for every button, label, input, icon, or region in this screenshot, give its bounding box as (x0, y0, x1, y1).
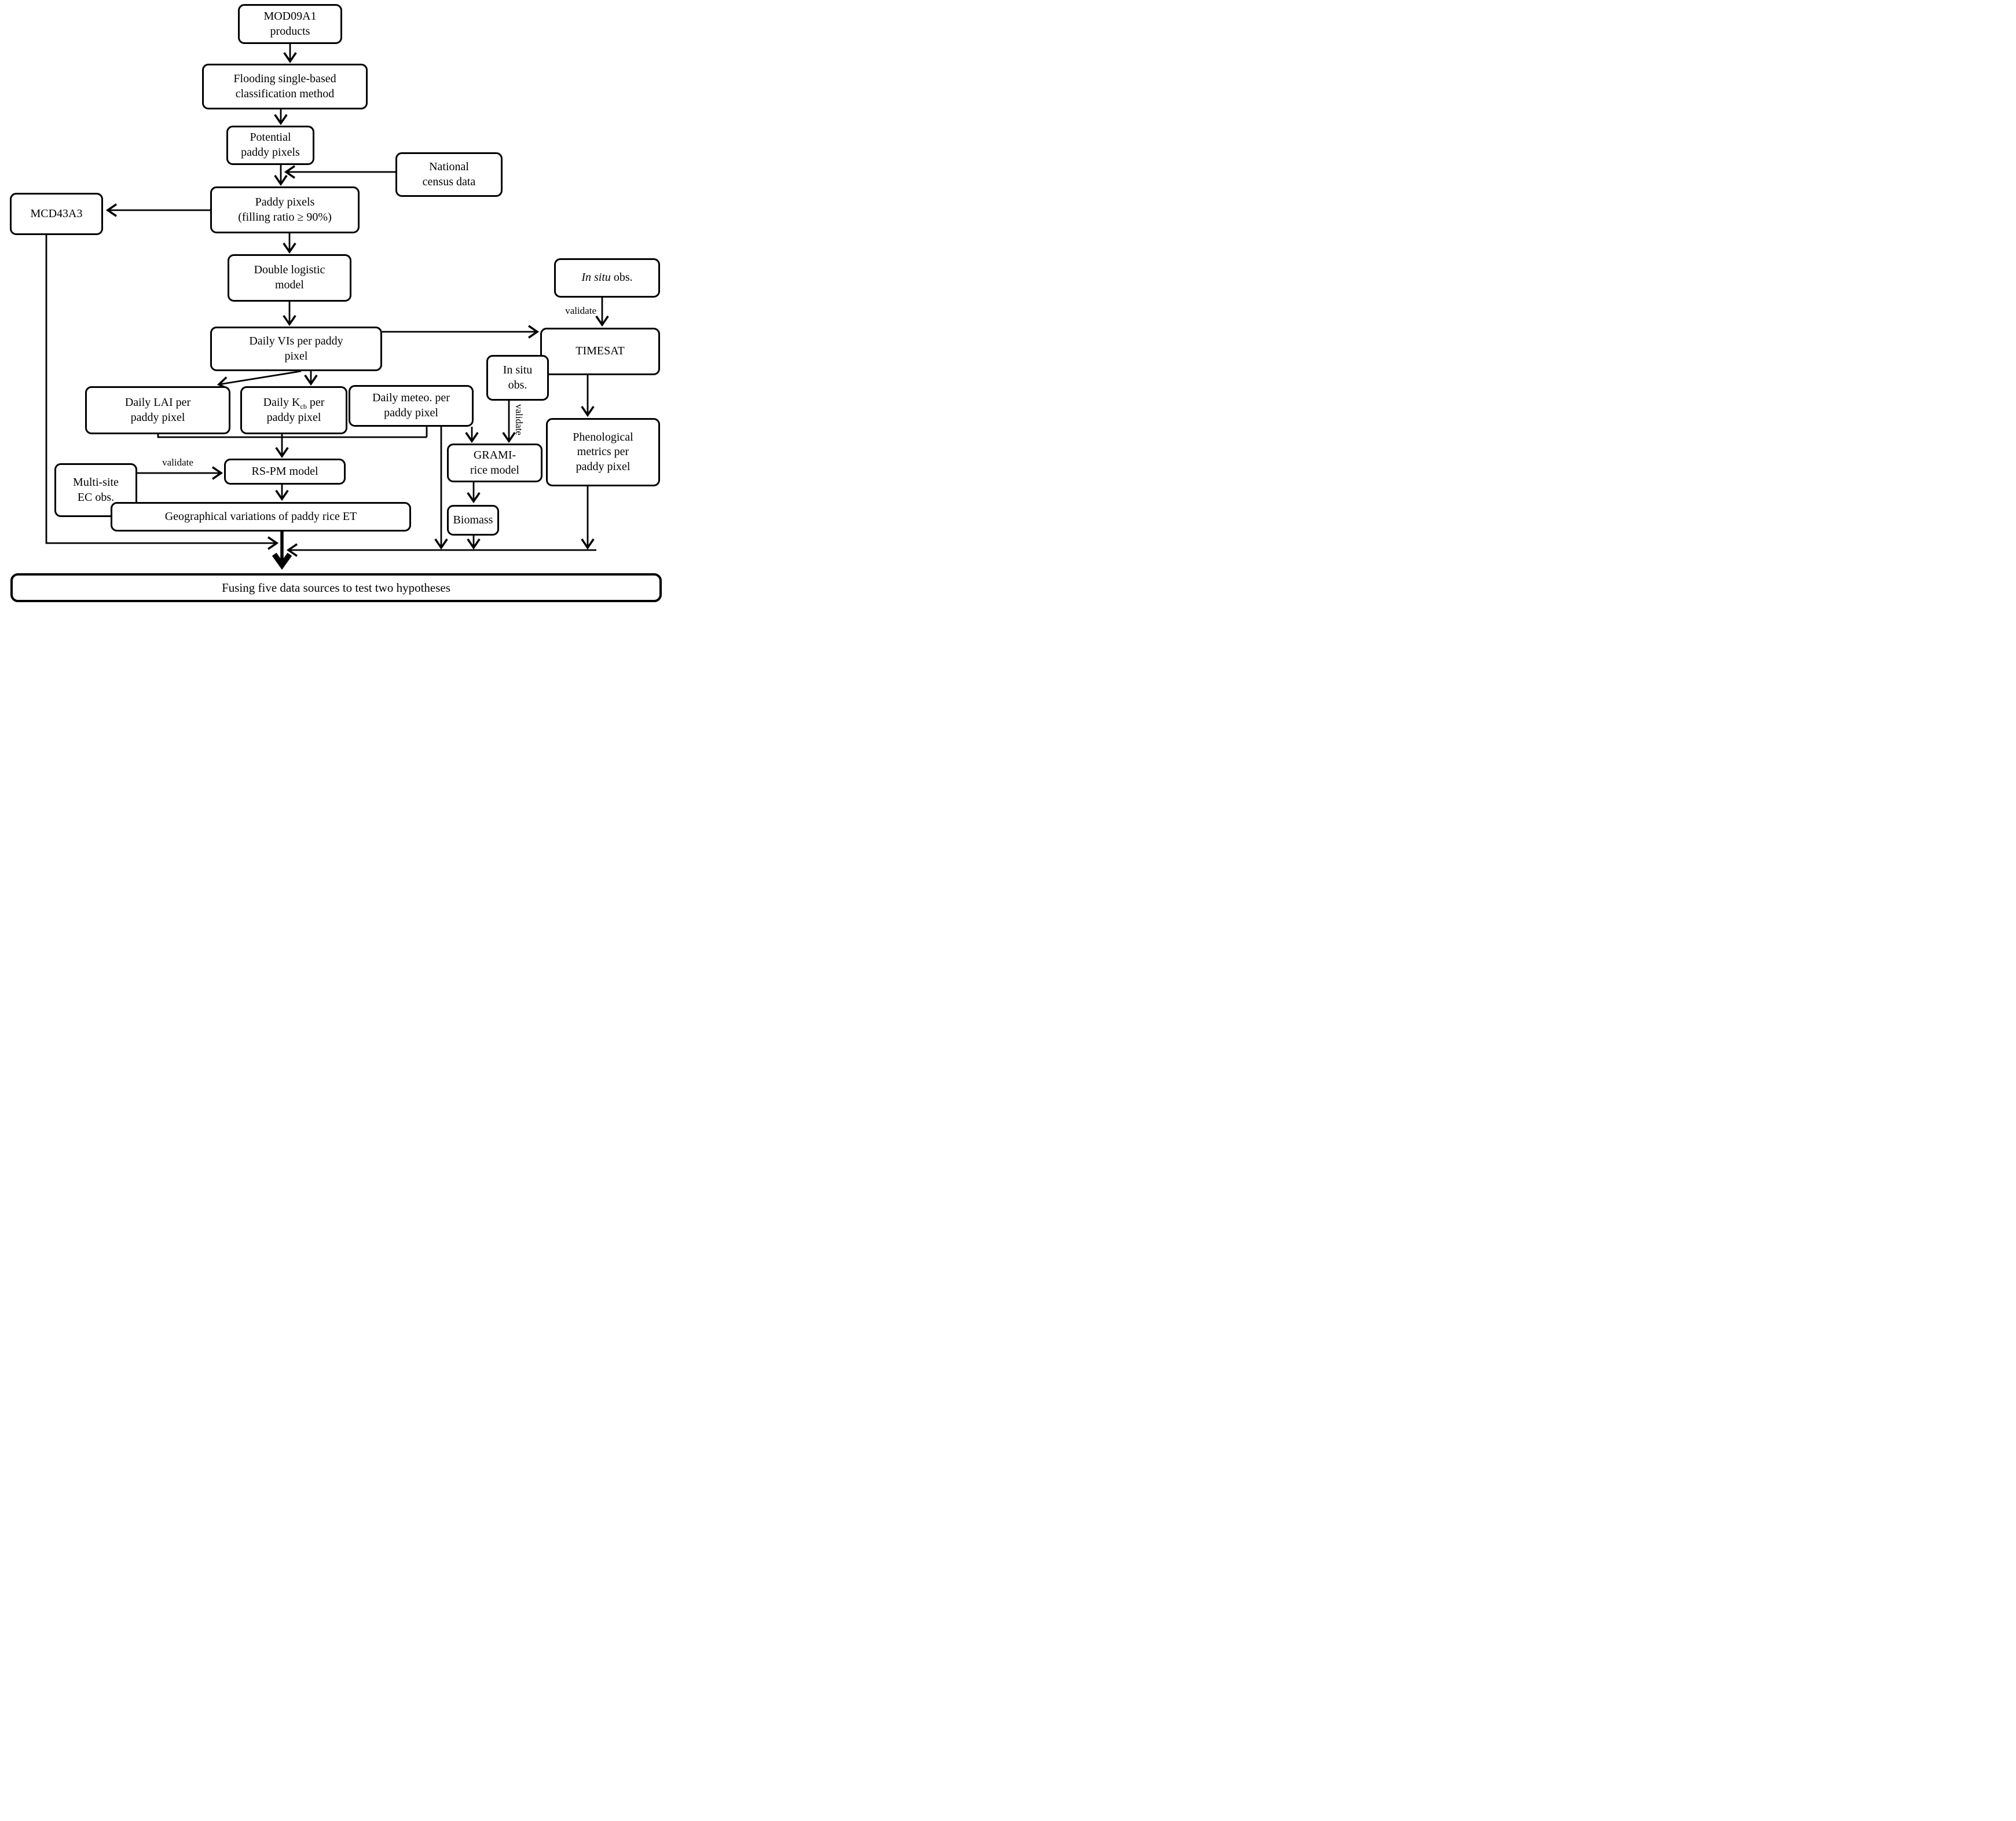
box-text: TIMESAT (576, 345, 625, 358)
arrow-vis-to-lai (217, 370, 302, 390)
box-text: National (429, 160, 469, 173)
label-validate-grami: validate (514, 404, 525, 435)
box-grami-rice-model: GRAMI- rice model (447, 444, 543, 482)
box-text: obs. (508, 378, 527, 391)
box-daily-lai-per-paddy-pixel: Daily LAI per paddy pixel (85, 386, 230, 434)
box-national-census-data: National census data (395, 152, 503, 197)
box-timesat: TIMESAT (540, 328, 660, 375)
label-validate-timesat: validate (565, 305, 596, 316)
box-mod09a1-products: MOD09A1 products (238, 4, 342, 44)
box-text: paddy pixel (576, 460, 631, 473)
box-text: GRAMI- (473, 448, 516, 461)
box-daily-meteo-per-paddy-pixel: Daily meteo. per paddy pixel (349, 385, 474, 427)
box-text: paddy pixel (384, 406, 438, 419)
box-text-subscript: cb (300, 402, 307, 411)
box-daily-kcb-per-paddy-pixel: Daily Kcb per paddy pixel (240, 386, 347, 434)
box-text: obs. (610, 271, 633, 284)
box-double-logistic-model: Double logistic model (228, 254, 351, 302)
label-validate-rspm: validate (162, 457, 193, 468)
box-potential-paddy-pixels: Potential paddy pixels (226, 126, 314, 165)
box-text: In situ (503, 363, 533, 376)
box-text: paddy pixel (266, 411, 321, 424)
box-text: rice model (470, 463, 519, 477)
box-rspm-model: RS-PM model (224, 459, 346, 485)
box-daily-vis-per-paddy-pixel: Daily VIs per paddy pixel (210, 327, 382, 371)
box-text: MOD09A1 (263, 9, 317, 23)
box-text: paddy pixels (241, 146, 300, 159)
box-in-situ-obs-grami: In situ obs. (486, 355, 549, 401)
flowchart-canvas: MOD09A1 products Flooding single-based c… (0, 0, 672, 607)
box-text: RS-PM model (251, 464, 318, 478)
box-text: Daily K (263, 395, 300, 409)
box-text: metrics per (577, 445, 629, 459)
box-text: Double logistic (254, 263, 325, 277)
arrow-mcd43a3-to-center (45, 235, 279, 550)
connector-layer (45, 44, 609, 570)
box-mcd43a3: MCD43A3 (10, 193, 103, 235)
box-text: per (306, 395, 325, 409)
box-text: Daily VIs per paddy (249, 334, 343, 347)
box-text: Potential (250, 131, 291, 144)
box-biomass: Biomass (447, 505, 499, 536)
box-text: Fusing five data sources to test two hyp… (222, 580, 450, 595)
box-text: Biomass (453, 513, 493, 526)
box-text-italic: In situ (581, 271, 611, 284)
box-text: Daily LAI per (124, 395, 191, 409)
box-text: Flooding single-based (233, 72, 336, 85)
box-text: MCD43A3 (30, 207, 83, 220)
box-text: model (275, 279, 304, 291)
box-text: Multi-site (73, 475, 119, 489)
box-text: Daily meteo. per (372, 391, 450, 405)
box-text: Geographical variations of paddy rice ET (164, 510, 357, 523)
box-phenological-metrics: Phenological metrics per paddy pixel (546, 418, 660, 486)
box-text: census data (422, 175, 476, 188)
box-text: (filling ratio ≥ 90%) (238, 210, 332, 223)
box-text: pixel (284, 349, 308, 362)
rail-lai-kcb-meteo (157, 434, 427, 438)
box-text: EC obs. (77, 490, 115, 504)
box-text: paddy pixel (130, 411, 185, 424)
box-text: classification method (235, 87, 335, 100)
box-text: Paddy pixels (255, 195, 315, 208)
box-in-situ-obs-timesat: In situ obs. (554, 258, 660, 298)
box-fusing-five-data-sources: Fusing five data sources to test two hyp… (10, 573, 662, 602)
box-text: Phenological (573, 430, 633, 444)
box-paddy-pixels-filling-ratio: Paddy pixels (filling ratio ≥ 90%) (210, 186, 360, 233)
box-flooding-classification: Flooding single-based classification met… (202, 64, 368, 109)
box-text: Daily Kcb per (263, 395, 325, 411)
box-text: products (270, 24, 310, 38)
box-geographical-variations-et: Geographical variations of paddy rice ET (111, 502, 411, 532)
box-text: In situ obs. (581, 270, 632, 285)
